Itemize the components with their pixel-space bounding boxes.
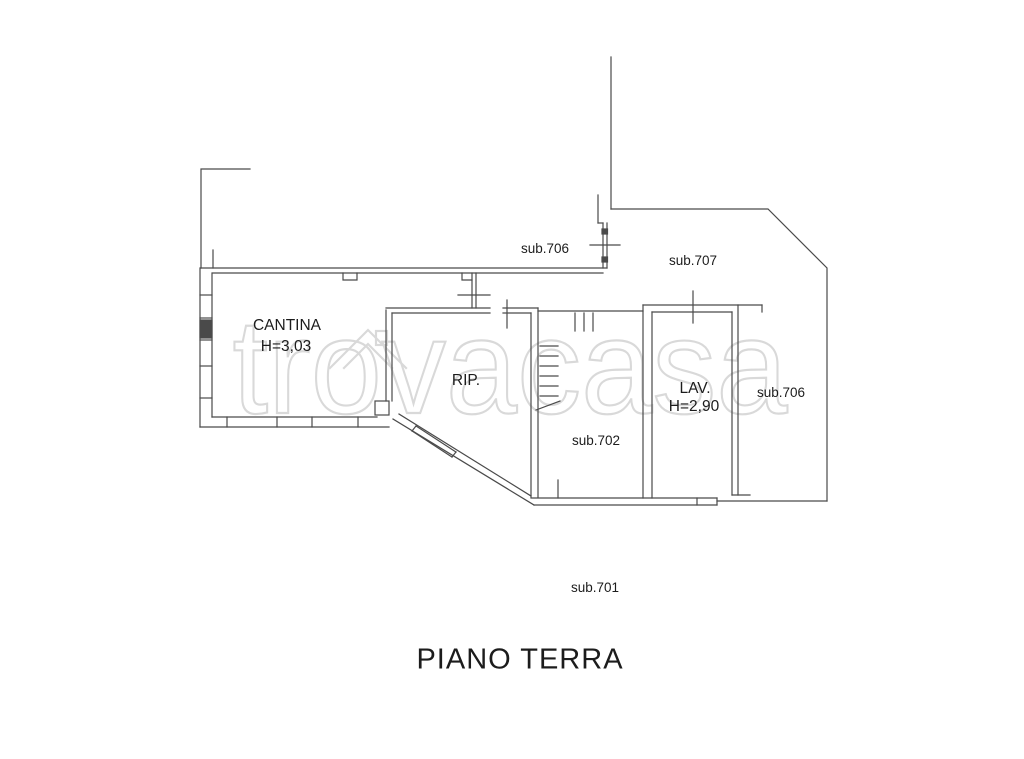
room-label-rip: RIP. — [451, 372, 481, 390]
watermark-graphic: trovacasa — [231, 290, 789, 443]
sub-label-706-top: sub.706 — [520, 241, 570, 257]
room-height-cantina: H=3,03 — [260, 338, 312, 356]
sub702-walls — [537, 310, 644, 332]
lav-walls — [642, 290, 763, 499]
watermark-house-roof-icon — [328, 328, 408, 370]
room-height-lav: H=2,90 — [668, 398, 720, 416]
sub-label-707: sub.707 — [668, 253, 718, 269]
room-label-lav: LAV. — [679, 380, 711, 398]
floor-title: PIANO TERRA — [416, 643, 624, 676]
bottom-walls — [530, 497, 718, 506]
stairs — [535, 345, 561, 499]
sub-label-706-right: sub.706 — [756, 385, 806, 401]
cantina-walls — [199, 267, 393, 428]
door-pivot-square — [374, 400, 390, 416]
diagonal-window — [411, 425, 457, 458]
corridor-walls — [200, 194, 621, 281]
sub-label-702: sub.702 — [571, 433, 621, 449]
sub-label-701: sub.701 — [570, 580, 620, 596]
watermark-text: trovacasa — [233, 291, 789, 442]
junction-walls — [457, 272, 491, 309]
rip-walls — [385, 299, 539, 506]
room-label-cantina: CANTINA — [252, 317, 322, 335]
outer-boundary-walls — [200, 56, 828, 502]
